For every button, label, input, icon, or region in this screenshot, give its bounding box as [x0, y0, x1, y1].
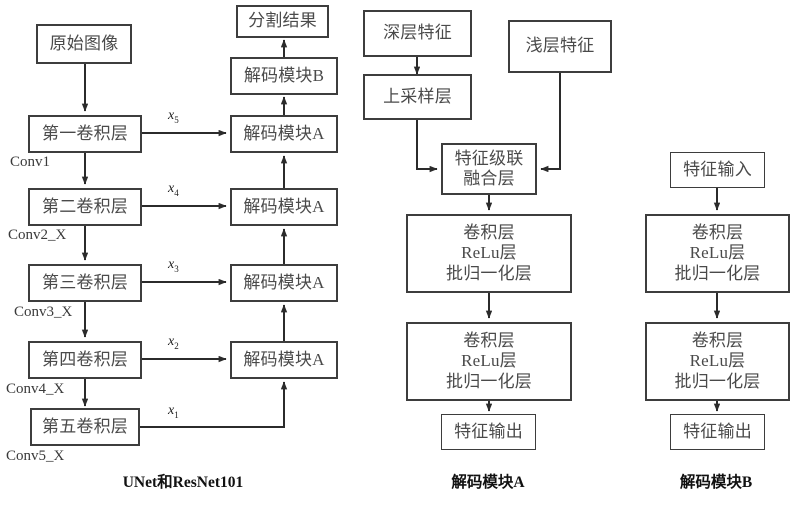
box-decoder-module-a-3[interactable]: 解码模块A [230, 264, 338, 302]
box-label: 浅层特征 [525, 36, 595, 56]
box-label-line1: 卷积层 [691, 223, 744, 243]
box-decoder-module-a-1[interactable]: 解码模块A [230, 115, 338, 153]
box-encoder-conv5[interactable]: 第五卷积层 [30, 408, 140, 446]
box-conv-block-a-1[interactable]: 卷积层 ReLu层 批归一化层 [406, 214, 572, 293]
box-segmentation-result[interactable]: 分割结果 [236, 5, 329, 38]
box-encoder-conv1[interactable]: 第一卷积层 [28, 115, 142, 153]
box-label-line2: ReLu层 [689, 243, 746, 263]
box-label-line2: ReLu层 [461, 351, 517, 371]
arrow-upsample-to-fusion [416, 120, 438, 173]
box-label-line1: 卷积层 [463, 223, 515, 243]
box-label: 解码模块A [243, 123, 325, 143]
box-decoder-module-b[interactable]: 解码模块B [230, 57, 338, 95]
box-original-image[interactable]: 原始图像 [36, 24, 132, 64]
box-encoder-conv4[interactable]: 第四卷积层 [28, 341, 142, 379]
box-label-line1: 卷积层 [463, 331, 515, 351]
label-conv2x: Conv2_X [8, 227, 67, 243]
caption-left: UNet和ResNet101 [122, 474, 244, 491]
box-encoder-conv3[interactable]: 第三卷积层 [28, 264, 142, 302]
box-label: 解码模块B [243, 65, 325, 85]
label-conv3x: Conv3_X [14, 304, 73, 320]
box-decoder-module-a-4[interactable]: 解码模块A [230, 341, 338, 379]
box-label: 第三卷积层 [42, 272, 128, 292]
skip-label-x2: x2 [168, 334, 179, 351]
box-label: 特征输出 [454, 421, 523, 441]
label-conv5x: Conv5_X [6, 448, 65, 464]
box-label-line2: ReLu层 [689, 351, 746, 371]
box-feature-output-b[interactable]: 特征输出 [670, 414, 765, 450]
box-encoder-conv2[interactable]: 第二卷积层 [28, 188, 142, 226]
box-upsample-layer[interactable]: 上采样层 [363, 74, 472, 120]
box-feature-fusion[interactable]: 特征级联 融合层 [441, 143, 537, 195]
skip-label-x1: x1 [168, 403, 179, 420]
label-conv1: Conv1 [10, 154, 51, 170]
box-label: 第五卷积层 [42, 416, 128, 436]
box-label: 解码模块A [243, 196, 325, 216]
box-label: 解码模块A [243, 272, 325, 292]
arrow-skip-x1 [140, 381, 288, 428]
box-conv-block-a-2[interactable]: 卷积层 ReLu层 批归一化层 [406, 322, 572, 401]
box-deep-feature[interactable]: 深层特征 [363, 10, 472, 57]
box-decoder-module-a-2[interactable]: 解码模块A [230, 188, 338, 226]
box-label-line3: 批归一化层 [446, 263, 532, 283]
box-label-line1: 特征级联 [454, 148, 524, 168]
box-label-line3: 批归一化层 [446, 371, 532, 391]
label-conv4x: Conv4_X [6, 381, 65, 397]
skip-label-x3: x3 [168, 257, 179, 274]
skip-label-x4: x4 [168, 181, 179, 198]
box-label: 上采样层 [383, 86, 452, 106]
box-label-line2: ReLu层 [461, 243, 517, 263]
box-label: 第四卷积层 [42, 349, 128, 369]
arrow-shallow-to-fusion [540, 73, 561, 173]
box-feature-input-b[interactable]: 特征输入 [670, 152, 765, 188]
box-label: 特征输出 [683, 421, 752, 441]
box-label: 特征输入 [683, 159, 752, 179]
box-label: 第二卷积层 [42, 196, 128, 216]
box-label: 原始图像 [49, 33, 119, 53]
box-label-line1: 卷积层 [691, 331, 744, 351]
box-label-line3: 批归一化层 [674, 371, 761, 391]
box-label: 解码模块A [243, 349, 325, 369]
box-label: 深层特征 [383, 23, 452, 43]
box-label: 第一卷积层 [42, 123, 128, 143]
caption-middle: 解码模块A [451, 474, 525, 491]
box-label-line3: 批归一化层 [674, 263, 761, 283]
skip-label-x5: x5 [168, 108, 179, 125]
caption-right: 解码模块B [679, 474, 753, 491]
box-feature-output-a[interactable]: 特征输出 [441, 414, 536, 450]
box-conv-block-b-2[interactable]: 卷积层 ReLu层 批归一化层 [645, 322, 790, 401]
box-label-line2: 融合层 [463, 169, 515, 188]
box-conv-block-b-1[interactable]: 卷积层 ReLu层 批归一化层 [645, 214, 790, 293]
box-shallow-feature[interactable]: 浅层特征 [508, 20, 612, 73]
box-label: 分割结果 [248, 11, 317, 31]
